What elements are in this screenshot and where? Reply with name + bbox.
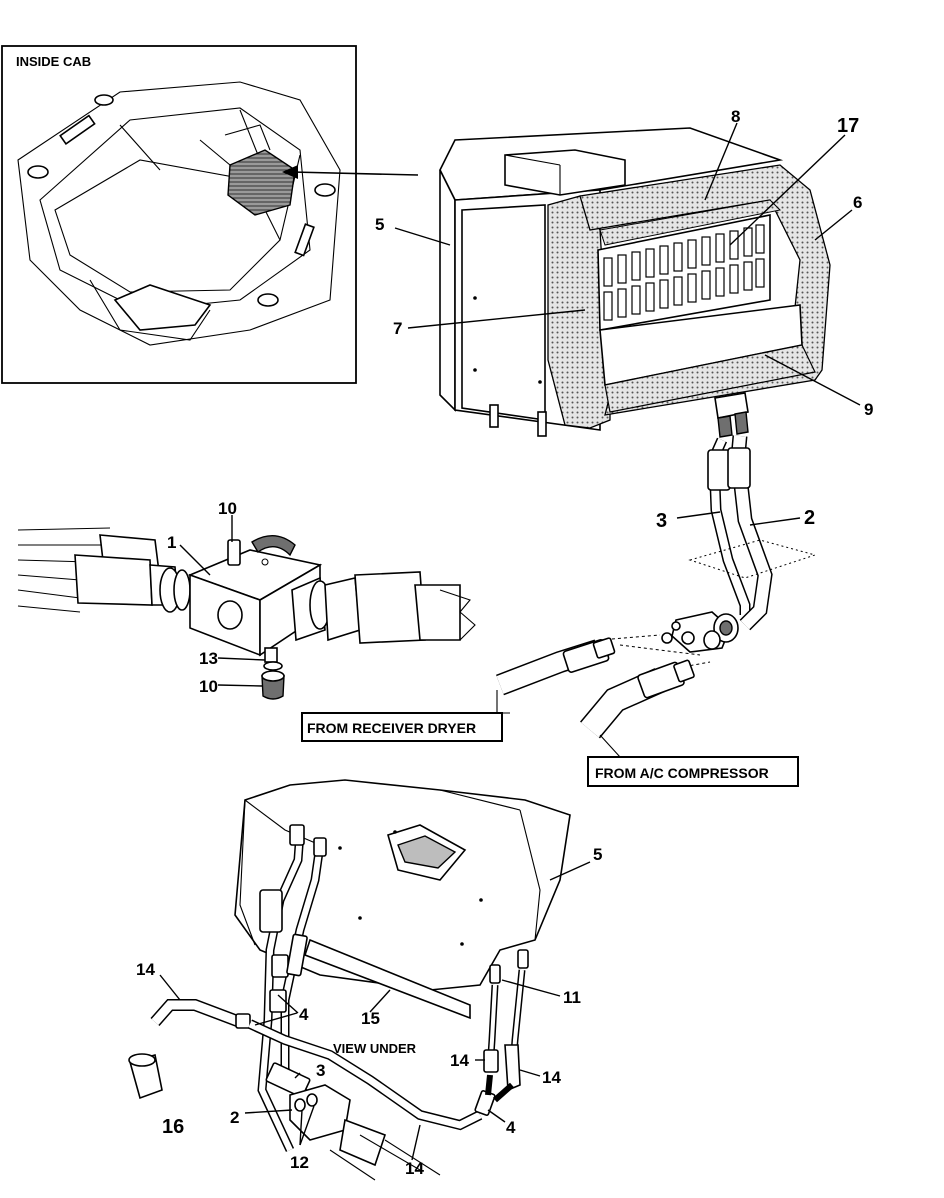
view-under-label: VIEW UNDER bbox=[333, 1041, 417, 1056]
label-14-left: 14 bbox=[136, 960, 155, 979]
label-3-bottom: 3 bbox=[316, 1061, 325, 1080]
receiver-dryer-hose bbox=[496, 637, 616, 696]
evaporator-coil bbox=[597, 214, 771, 331]
label-2-top: 2 bbox=[804, 507, 815, 529]
from-ac-compressor-label: FROM A/C COMPRESSOR bbox=[595, 765, 769, 781]
label-12: 12 bbox=[290, 1153, 309, 1172]
label-11: 11 bbox=[563, 988, 581, 1007]
label-9: 9 bbox=[864, 400, 873, 419]
compressor-callout: FROM A/C COMPRESSOR bbox=[587, 734, 799, 787]
label-7: 7 bbox=[393, 319, 402, 338]
compressor-hose bbox=[580, 659, 695, 739]
label-3-top: 3 bbox=[656, 510, 667, 532]
label-15: 15 bbox=[361, 1009, 380, 1028]
label-16: 16 bbox=[162, 1116, 184, 1138]
label-14-mid: 14 bbox=[450, 1051, 469, 1070]
inset-title: INSIDE CAB bbox=[16, 54, 91, 69]
label-8: 8 bbox=[731, 107, 740, 126]
label-10-top: 10 bbox=[218, 499, 237, 518]
receiver-dryer-callout: FROM RECEIVER DRYER bbox=[301, 690, 510, 742]
evaporator-location bbox=[227, 149, 296, 216]
part-number-labels: 8 17 6 5 7 9 3 2 10 1 13 10 5 14 4 15 11… bbox=[136, 107, 873, 1178]
label-6: 6 bbox=[853, 193, 862, 212]
label-10-bottom: 10 bbox=[199, 677, 218, 696]
label-4-bottom: 4 bbox=[506, 1118, 516, 1137]
expansion-valve-assembly bbox=[599, 611, 739, 673]
inset-pointer-arrow bbox=[282, 165, 419, 179]
inside-cab-inset: INSIDE CAB bbox=[1, 45, 357, 384]
label-5-top: 5 bbox=[375, 215, 384, 234]
view-under-assembly bbox=[128, 779, 571, 1181]
label-14-right: 14 bbox=[542, 1068, 561, 1087]
evaporator-hoses bbox=[688, 435, 817, 631]
label-13: 13 bbox=[199, 649, 218, 668]
label-2-bottom: 2 bbox=[230, 1108, 239, 1127]
label-14-bottom: 14 bbox=[405, 1159, 424, 1178]
valve-block-detail bbox=[17, 527, 476, 700]
from-receiver-dryer-label: FROM RECEIVER DRYER bbox=[307, 720, 476, 736]
label-1: 1 bbox=[167, 533, 176, 552]
label-5-bottom: 5 bbox=[593, 845, 602, 864]
label-4-left: 4 bbox=[299, 1005, 309, 1024]
leader-lines bbox=[159, 122, 861, 1161]
label-17: 17 bbox=[837, 115, 859, 137]
evaporator-housing bbox=[439, 127, 831, 438]
